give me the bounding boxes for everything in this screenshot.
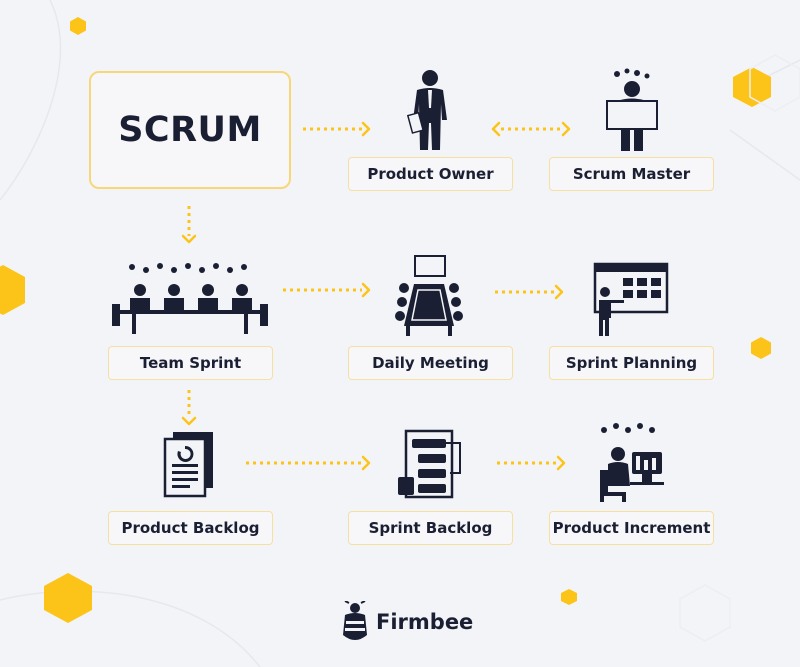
- businessman-icon: [406, 70, 447, 150]
- hexagon-decoration: [561, 589, 577, 605]
- arrowhead: [361, 121, 371, 137]
- scrum-title-box: SCRUM: [89, 71, 291, 189]
- hexagon-decoration: [751, 337, 771, 359]
- label-team-sprint: Team Sprint: [108, 346, 273, 380]
- developer-at-computer-icon: [600, 423, 664, 502]
- brand-name: Firmbee: [376, 610, 474, 634]
- hexagon-decoration: [749, 54, 800, 112]
- conference-table-icon: [395, 255, 463, 336]
- label-product-increment: Product Increment: [549, 511, 714, 545]
- label-product-backlog: Product Backlog: [108, 511, 273, 545]
- arrowhead: [561, 121, 571, 137]
- arrowhead: [181, 416, 197, 426]
- label-daily-meeting: Daily Meeting: [348, 346, 513, 380]
- arrowhead: [554, 284, 564, 300]
- task-flow-icon: [398, 429, 461, 499]
- arrowhead: [491, 121, 501, 137]
- label-scrum-master: Scrum Master: [549, 157, 714, 191]
- hexagon-decoration: [0, 265, 25, 315]
- scrum-master-icon: [606, 68, 658, 151]
- scrum-title: SCRUM: [118, 110, 262, 150]
- label-product-owner: Product Owner: [348, 157, 513, 191]
- firmbee-bee-logo-icon: [343, 601, 367, 640]
- firmbee-brand: Firmbee: [340, 600, 473, 644]
- hexagon-decoration: [679, 584, 731, 642]
- arrowhead: [556, 455, 566, 471]
- team-table-icon: [112, 263, 268, 334]
- arrowhead: [361, 282, 371, 298]
- arrowhead: [361, 455, 371, 471]
- arrowhead: [181, 234, 197, 244]
- hexagon-decoration: [70, 17, 86, 35]
- label-sprint-planning: Sprint Planning: [549, 346, 714, 380]
- backlog-documents-icon: [163, 432, 213, 498]
- hexagon-decoration: [44, 573, 92, 623]
- label-sprint-backlog: Sprint Backlog: [348, 511, 513, 545]
- hexagon-decoration: [733, 67, 771, 107]
- planning-board-icon: [593, 262, 669, 336]
